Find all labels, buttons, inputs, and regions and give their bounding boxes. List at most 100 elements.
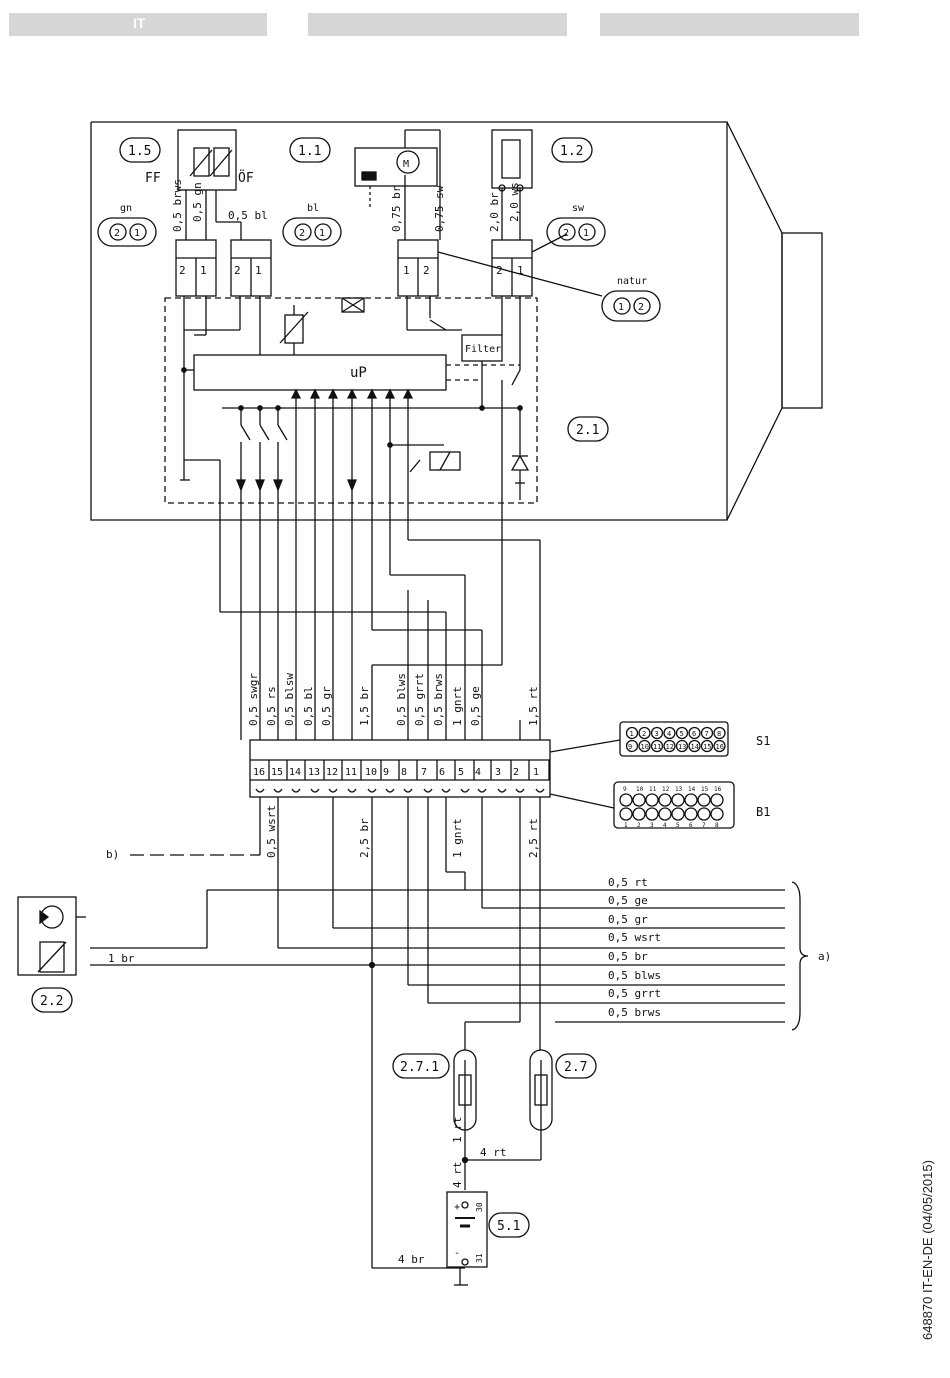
- header-tab-label: IT: [133, 15, 146, 31]
- connector-pin-number: 5: [458, 767, 464, 778]
- pin-socket: [367, 788, 377, 793]
- control-unit-box: [164, 297, 538, 504]
- s1-pin-number: 9: [628, 743, 632, 751]
- top-plug-housings: [175, 190, 533, 297]
- s1-pin-number: 6: [692, 730, 696, 738]
- label-filter: Filter: [465, 344, 501, 355]
- label-batt-minus: -: [454, 1248, 460, 1259]
- connector-upper-wire-label: 0,5 grrt: [413, 673, 426, 726]
- microprocessor-block: [193, 354, 447, 391]
- connector-upper-wire-label: 1 gnrt: [451, 686, 464, 726]
- b1-pin-number: 9: [623, 786, 627, 793]
- oval-pin: 1: [319, 228, 325, 239]
- pin-socket: [477, 788, 487, 793]
- connector-pin-number: 8: [401, 767, 407, 778]
- fan-motor-symbol: [354, 129, 441, 240]
- component-label-ovals: [31, 137, 609, 1238]
- s1-pin-circles: [625, 726, 726, 753]
- up-signal-lines: [236, 388, 414, 740]
- b1-pin: [671, 807, 685, 821]
- pin-socket: [385, 788, 395, 793]
- label-of: ÖF: [238, 169, 254, 186]
- s1-pin: [688, 739, 701, 753]
- s1-pin: [663, 726, 676, 740]
- s1-pin: [700, 726, 714, 740]
- label-1-1: 1.1: [298, 144, 321, 159]
- oval-pin: 2: [299, 228, 305, 239]
- connector-pin-number: 9: [383, 767, 389, 778]
- connector-pin-dividers: [255, 760, 550, 793]
- b1-pin-number: 2: [637, 822, 641, 829]
- oval-pin: 1: [618, 302, 624, 313]
- label-a: a): [818, 950, 831, 963]
- s1-pin: [625, 726, 639, 740]
- s1-pin-number: 1: [630, 730, 634, 738]
- plug-pin-label: 2: [179, 264, 186, 277]
- connector-pin-number: 4: [475, 767, 481, 778]
- plug-pin-label: 2: [496, 264, 503, 277]
- connector-upper-wire-label: 1,5 br: [358, 686, 371, 726]
- connector-upper-wire-label: 0,5 ge: [469, 686, 482, 726]
- label-2-7-1: 2.7.1: [400, 1060, 439, 1075]
- connector-pin-number: 13: [308, 767, 320, 778]
- pin-socket: [273, 788, 283, 793]
- s1-pin-number: 11: [653, 743, 661, 751]
- s1-pin: [663, 739, 676, 753]
- connector-pin-number: 10: [365, 767, 377, 778]
- s1-pin-number: 15: [703, 743, 711, 751]
- s1-pin-number: 3: [655, 730, 659, 738]
- harness-wire-label: 0,5 ge: [608, 894, 648, 907]
- pin-socket: [535, 788, 545, 793]
- plug-bl-label: bl: [307, 203, 319, 214]
- b1-pin-number: 5: [676, 822, 680, 829]
- b1-pin: [697, 807, 711, 821]
- plug-pin-label: 1: [403, 264, 410, 277]
- b1-pin: [710, 793, 724, 807]
- harness-wire-label: 0,5 blws: [608, 969, 661, 982]
- pin-socket: [291, 788, 301, 793]
- pin-socket: [328, 788, 338, 793]
- connector-upper-wire-label: 0,5 rs: [265, 686, 278, 726]
- pin-socket: [347, 788, 357, 793]
- b1-pin-number: 7: [702, 822, 706, 829]
- pin-socket: [497, 788, 507, 793]
- plug-sw-label: sw: [572, 203, 585, 214]
- oval-pin: 2: [638, 302, 644, 313]
- pin-socket: [310, 788, 320, 793]
- b1-pin: [619, 807, 633, 821]
- label-2-1: 2.1: [576, 423, 599, 438]
- connector-pin-number: 14: [289, 767, 301, 778]
- connector-lower-wire-label: 2,5 br: [358, 818, 371, 858]
- b1-pin-number: 8: [715, 822, 719, 829]
- wire-top-label: 2,0 br: [488, 192, 501, 232]
- oval-pin: 1: [583, 228, 589, 239]
- pin-socket: [460, 788, 470, 793]
- label-t31: 31: [475, 1253, 484, 1263]
- s1-pin-number: 4: [667, 730, 671, 738]
- pin-socket: [403, 788, 413, 793]
- connector-lower-wire-label: 1 gnrt: [451, 818, 464, 858]
- label-motor: M: [403, 159, 409, 170]
- label-4br: 4 br: [398, 1253, 425, 1266]
- b1-pin-number: 6: [689, 822, 693, 829]
- s1-pin-number: 7: [705, 730, 709, 738]
- pin-socket: [441, 788, 451, 793]
- b1-pin-number: 4: [663, 822, 667, 829]
- b1-pin-circles: [619, 793, 724, 821]
- s1-pin: [713, 726, 726, 740]
- label-1-2: 1.2: [560, 144, 583, 159]
- b1-pin-number: 16: [714, 786, 722, 793]
- header-tab-right: [600, 13, 859, 36]
- s1-connector-face: [549, 721, 729, 757]
- s1-pin-number: 14: [691, 743, 699, 751]
- b1-pin-number: 15: [701, 786, 709, 793]
- sensor-1-5-symbol: [177, 129, 237, 191]
- oval-pin: 2: [114, 228, 120, 239]
- connector-pin-number: 7: [421, 767, 427, 778]
- b1-pin: [684, 807, 698, 821]
- s1-pin: [638, 726, 651, 740]
- connector-upper-wire-label: 0,5 bl: [302, 686, 315, 726]
- oval-pin: 1: [134, 228, 140, 239]
